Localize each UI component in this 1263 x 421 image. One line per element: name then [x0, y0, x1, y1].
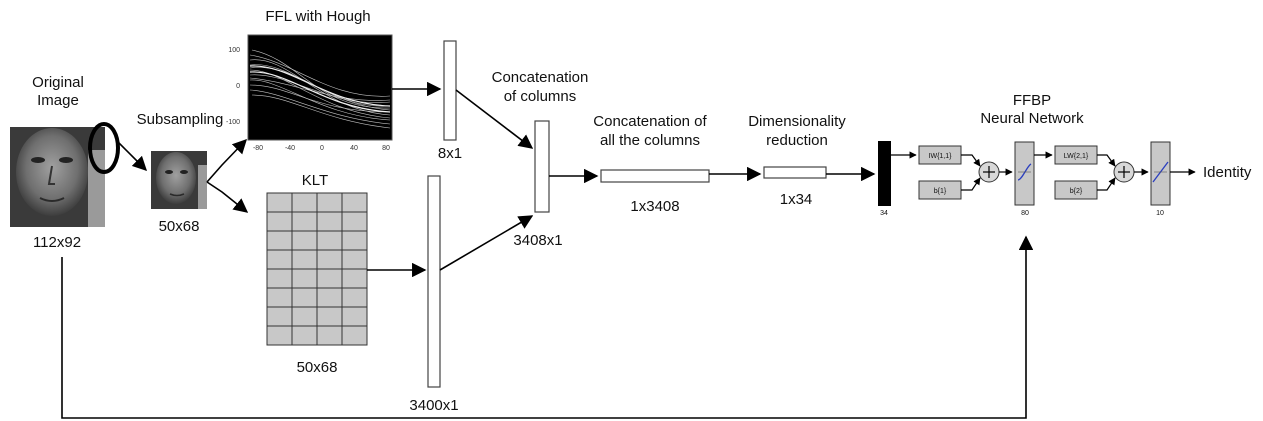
klt-size: 50x68: [297, 359, 338, 376]
ear-region-highlight: [88, 122, 120, 174]
hidden-size: 80: [1021, 210, 1029, 217]
klt-title: KLT: [302, 172, 328, 189]
reduced-vector-bar: [763, 166, 827, 179]
concat-all-line2: all the columns: [600, 132, 700, 149]
concat-all-line1: Concatenation of: [593, 113, 707, 130]
ffl-vector-bar: [443, 40, 457, 141]
subsampling-label: Subsampling: [137, 111, 224, 128]
dim-reduction-line1: Dimensionality: [748, 113, 846, 130]
arrow-ffl-vector-to-concat: [455, 89, 534, 149]
arrow-klt-vector-to-concat: [439, 215, 534, 271]
subsampled-face-image: [151, 151, 207, 209]
input-layer-block: [878, 141, 891, 206]
arrow-original-to-subsampled: [115, 139, 148, 172]
klt-vector-size: 3400x1: [409, 397, 458, 414]
ffbp-title-line2: Neural Network: [980, 110, 1084, 127]
arrow-original-to-network: [61, 235, 1034, 419]
iw-label: IW{1,1}: [929, 153, 953, 160]
original-image-title-line1: Original: [32, 74, 84, 91]
svg-text:0: 0: [236, 83, 240, 90]
b2-label: b{2}: [1070, 188, 1083, 195]
input-size: 34: [880, 210, 888, 217]
svg-text:-80: -80: [253, 145, 263, 152]
arrow-to-ffl: [206, 138, 247, 183]
subsampled-size: 50x68: [159, 218, 200, 235]
svg-text:-40: -40: [285, 145, 295, 152]
original-image-size: 112x92: [33, 234, 81, 251]
arrow-to-klt: [206, 181, 249, 213]
b1-label: b{1}: [934, 188, 947, 195]
klt-vector-bar: [427, 175, 441, 388]
ffl-hough-title: FFL with Hough: [265, 8, 370, 25]
klt-grid: [266, 192, 368, 346]
dim-reduction-line2: reduction: [766, 132, 828, 149]
original-image-title-line2: Image: [37, 92, 79, 109]
row-vector-size: 1x3408: [630, 198, 679, 215]
neural-network: 34 IW{1,1} b{1} 80 LW{2,1} b{2} 10: [878, 141, 1196, 217]
svg-text:0: 0: [320, 145, 324, 152]
concat-columns-line2: of columns: [504, 88, 577, 105]
ffl-vector-size: 8x1: [438, 145, 462, 162]
concat-vector-size: 3408x1: [513, 232, 562, 249]
reduced-vector-size: 1x34: [780, 191, 813, 208]
row-vector-bar: [600, 169, 710, 183]
lw-label: LW{2,1}: [1064, 153, 1089, 160]
output-size: 10: [1156, 210, 1164, 217]
hough-plot: 100 0 -100 -80 -40 0 40 80: [226, 34, 393, 152]
svg-text:80: 80: [382, 145, 390, 152]
concat-vector-bar: [534, 120, 550, 213]
concat-columns-line1: Concatenation: [492, 69, 589, 86]
svg-text:100: 100: [228, 47, 240, 54]
ffbp-title-line1: FFBP: [1013, 92, 1051, 109]
identity-label: Identity: [1203, 164, 1252, 181]
svg-text:40: 40: [350, 145, 358, 152]
svg-text:-100: -100: [226, 119, 240, 126]
output-transfer-block: [1150, 141, 1171, 206]
